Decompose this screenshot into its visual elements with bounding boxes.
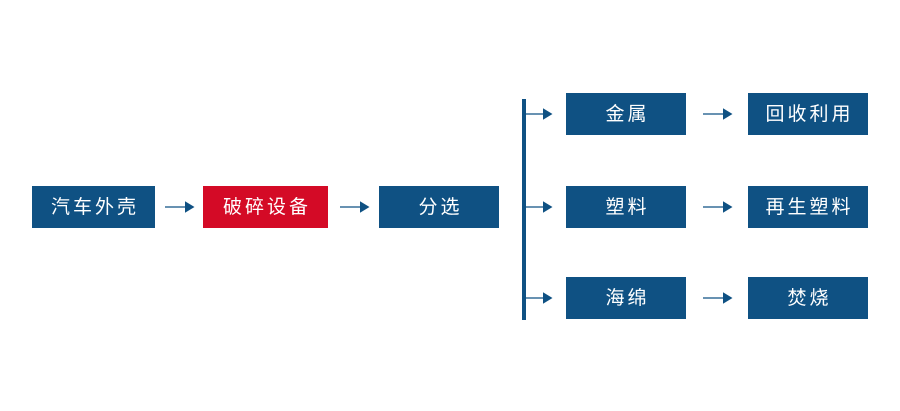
node-sorting-label: 分选 xyxy=(418,195,463,218)
node-metal[interactable]: 金属 xyxy=(566,93,686,135)
arrow-right-icon xyxy=(525,105,553,123)
node-crusher-label: 破碎设备 xyxy=(222,195,311,218)
node-sponge-label: 海绵 xyxy=(605,286,650,309)
node-sponge-output[interactable]: 焚烧 xyxy=(748,277,868,319)
arrow-right-icon xyxy=(525,289,553,307)
node-plastic-label: 塑料 xyxy=(605,195,650,218)
node-sorting[interactable]: 分选 xyxy=(379,186,499,228)
arrow-right-icon xyxy=(703,289,733,307)
arrow-right-icon xyxy=(703,198,733,216)
node-input-label: 汽车外壳 xyxy=(50,195,139,218)
node-metal-output-label: 回收利用 xyxy=(765,102,854,125)
node-plastic[interactable]: 塑料 xyxy=(566,186,686,228)
node-crusher[interactable]: 破碎设备 xyxy=(203,186,328,228)
node-plastic-output-label: 再生塑料 xyxy=(765,195,854,218)
node-plastic-output[interactable]: 再生塑料 xyxy=(748,186,868,228)
branch-split-icon xyxy=(522,99,526,320)
node-metal-label: 金属 xyxy=(605,102,650,125)
arrow-right-icon xyxy=(525,198,553,216)
node-sponge[interactable]: 海绵 xyxy=(566,277,686,319)
arrow-right-icon xyxy=(340,198,370,216)
node-input[interactable]: 汽车外壳 xyxy=(32,186,155,228)
node-metal-output[interactable]: 回收利用 xyxy=(748,93,868,135)
arrow-right-icon xyxy=(703,105,733,123)
node-sponge-output-label: 焚烧 xyxy=(787,286,832,309)
arrow-right-icon xyxy=(165,198,195,216)
